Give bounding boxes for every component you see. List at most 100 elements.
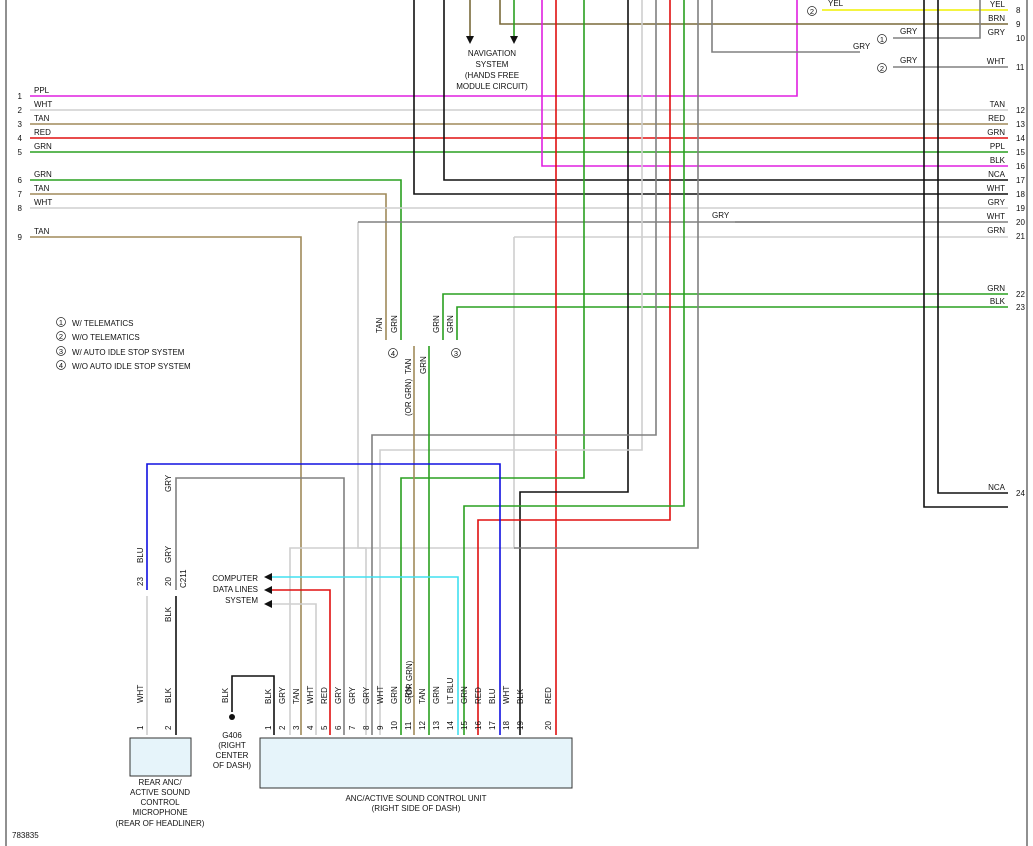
legend-text-1: W/ TELEMATICS <box>72 319 134 328</box>
wire-right-22 <box>456 306 1008 340</box>
right-wire-pin-15: 15 <box>1016 148 1025 157</box>
wires-layer <box>30 0 1008 735</box>
wire-right-21 <box>442 293 1008 340</box>
splice-num-4: 4 <box>391 349 395 358</box>
legend-num-3: 3 <box>59 347 63 356</box>
left-wire-pin-6: 6 <box>18 176 23 185</box>
left-wire-color-4: RED <box>34 128 51 137</box>
mic-pin-num-2: 2 <box>164 725 173 730</box>
wire-right-17 <box>413 0 1008 195</box>
left-wire-color-5: GRN <box>34 142 52 151</box>
anc-pin-num-13: 13 <box>432 721 441 730</box>
c211-blk: BLK <box>164 606 173 622</box>
wire-gry-branch <box>514 0 699 549</box>
gry-label-b: GRY <box>900 56 918 65</box>
computer-data-lines-label: COMPUTER DATA LINES SYSTEM <box>212 574 258 605</box>
ground-line-2: (RIGHT <box>218 741 246 750</box>
left-wire-pin-5: 5 <box>18 148 23 157</box>
anc-pin-color-2: GRY <box>278 686 287 704</box>
anc-pin-num-12: 12 <box>418 721 427 730</box>
right-wire-color-8: YEL <box>990 0 1006 9</box>
anc-pin-color-17: BLU <box>488 688 497 704</box>
right-wire-color-22: GRN <box>987 284 1005 293</box>
navigation-line-3: (HANDS FREE <box>465 71 519 80</box>
wire-gry-6 <box>175 477 345 735</box>
gry-label-c: GRY <box>712 211 730 220</box>
anc-pin-color-20: RED <box>544 687 553 704</box>
right-wire-pin-8: 8 <box>1016 6 1021 15</box>
anc-or-grn: (OR GRN) <box>405 660 414 698</box>
wire-right-16 <box>443 0 1008 181</box>
option-num-2b: 2 <box>880 64 884 73</box>
legend-num-4: 4 <box>59 361 63 370</box>
gry-label-a: GRY <box>900 27 918 36</box>
left-wire-pin-3: 3 <box>18 120 23 129</box>
splice-circle-3 <box>451 348 461 358</box>
option-circle-2a <box>807 6 817 16</box>
anc-pin-num-19: 19 <box>516 721 525 730</box>
wire-left-9 <box>30 236 302 735</box>
legend-text-4: W/O AUTO IDLE STOP SYSTEM <box>72 362 191 371</box>
right-wire-pin-19: 19 <box>1016 204 1025 213</box>
data-line-arrow-2 <box>264 586 272 594</box>
wire-red-5 <box>268 589 331 735</box>
right-wire-color-17: NCA <box>988 170 1006 179</box>
wire-blk-1 <box>231 675 275 735</box>
left-wire-color-1: PPL <box>34 86 50 95</box>
anc-pin-num-15: 15 <box>460 721 469 730</box>
left-wire-color-2: WHT <box>34 100 52 109</box>
left-wire-color-3: TAN <box>34 114 50 123</box>
right-wire-color-16: BLK <box>990 156 1006 165</box>
splice-num-3: 3 <box>454 349 458 358</box>
legend-text-2: W/O TELEMATICS <box>72 333 140 342</box>
data-line-arrow-1 <box>264 573 272 581</box>
wire-right-9 <box>499 0 1008 25</box>
right-wire-color-24: NCA <box>988 483 1006 492</box>
splice-or-grn: (OR GRN) <box>404 378 413 416</box>
left-wire-color-7: TAN <box>34 184 50 193</box>
anc-pin-color-16: RED <box>474 687 483 704</box>
legend-circle-3 <box>56 346 66 356</box>
option-num-2a: 2 <box>810 7 814 16</box>
labels-layer: PPL1WHT2TAN3RED4GRN5GRN6TAN7WHT8TAN9YEL8… <box>18 0 1026 730</box>
mic-line-2: ACTIVE SOUND <box>130 788 190 797</box>
right-wire-pin-9: 9 <box>1016 20 1021 29</box>
right-wire-color-21: GRN <box>987 226 1005 235</box>
option-circle-2b <box>877 63 887 73</box>
legend-circle-2 <box>56 331 66 341</box>
anc-pin-color-12: TAN <box>418 688 427 704</box>
anc-line-1: ANC/ACTIVE SOUND CONTROL UNIT <box>345 794 486 803</box>
computer-line-3: SYSTEM <box>225 596 258 605</box>
navigation-line-1: NAVIGATION <box>468 49 516 58</box>
mic-pin-color-2: BLK <box>164 687 173 703</box>
anc-pin-color-7: GRY <box>348 686 357 704</box>
mic-line-5: (REAR OF HEADLINER) <box>116 819 205 828</box>
wire-left-6 <box>30 179 402 340</box>
anc-pin-color-5: RED <box>320 687 329 704</box>
wire-blk-19 <box>519 0 629 735</box>
right-wire-pin-13: 13 <box>1016 120 1025 129</box>
splice-labels: TAN GRN GRN GRN 4 3 TAN GRN (OR GRN) <box>375 315 461 416</box>
ground-line-4: OF DASH) <box>213 761 252 770</box>
anc-pin-num-3: 3 <box>292 725 301 730</box>
anc-pin-color-9: WHT <box>376 686 385 704</box>
wire-red-16 <box>477 0 671 735</box>
splice-grn-1: GRN <box>390 315 399 333</box>
right-wire-pin-21: 21 <box>1016 232 1025 241</box>
anc-pin-num-17: 17 <box>488 721 497 730</box>
anc-control-unit: ANC/ACTIVE SOUND CONTROL UNIT (RIGHT SID… <box>259 660 573 813</box>
right-wire-pin-24: 24 <box>1016 489 1025 498</box>
option-num-1: 1 <box>880 35 884 44</box>
wire-gry-7 <box>371 0 657 735</box>
anc-pin-num-20: 20 <box>544 721 553 730</box>
legend-circle-1 <box>56 317 66 327</box>
anc-pin-color-13: GRN <box>432 686 441 704</box>
right-wire-color-9: BRN <box>988 14 1005 23</box>
anc-pin-num-16: 16 <box>474 721 483 730</box>
wire-right-15 <box>541 0 1008 167</box>
gry-label-mid: GRY <box>853 42 871 51</box>
splice-grn-4: GRN <box>419 356 428 374</box>
option-legend: 1 W/ TELEMATICS 2 W/O TELEMATICS 3 W/ AU… <box>56 317 191 371</box>
nav-arrow-2 <box>510 36 518 44</box>
